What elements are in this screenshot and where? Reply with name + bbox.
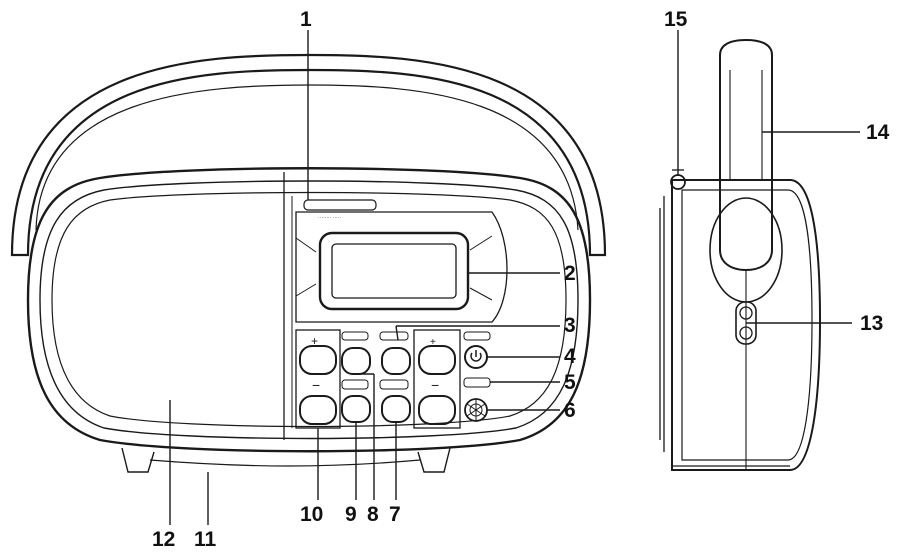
side-handle-inner (729, 70, 763, 180)
side-handle (719, 38, 773, 272)
front-view: ········ ····· + − + − (10, 53, 607, 473)
minus-icon: − (312, 377, 320, 393)
power-icon (470, 350, 482, 362)
callout-1: 1 (300, 8, 312, 31)
button-9[interactable] (341, 395, 371, 423)
callout-2: 2 (564, 262, 576, 285)
callout-8: 8 (367, 503, 379, 526)
display-bezel-left (295, 235, 493, 301)
side-down-button[interactable] (739, 326, 753, 340)
callout-13: 13 (860, 312, 883, 335)
label-strip-9 (341, 379, 369, 390)
callout-6: 6 (564, 399, 576, 422)
display-screen-frame (318, 231, 470, 311)
label-strip-4 (463, 331, 491, 341)
volume-down-button[interactable] (299, 395, 337, 425)
display-screen (331, 243, 457, 299)
volume-up-button[interactable] (299, 345, 337, 375)
front-body-ring (39, 180, 579, 440)
tuning-button-group (413, 329, 461, 429)
front-foot-right (417, 447, 451, 473)
leader-lines (169, 30, 860, 525)
callout-14: 14 (866, 121, 890, 144)
tuning-down-button[interactable] (418, 395, 456, 425)
callout-7: 7 (389, 503, 401, 526)
side-up-button[interactable] (739, 306, 753, 320)
callout-12: 12 (152, 528, 175, 551)
front-handle (10, 53, 607, 257)
label-strip-3 (379, 331, 409, 341)
top-strip (303, 199, 377, 211)
callout-4: 4 (564, 345, 576, 368)
plus-icon: + (430, 337, 436, 348)
button-7[interactable] (381, 395, 411, 423)
button-3[interactable] (381, 347, 411, 375)
callout-3: 3 (564, 314, 576, 337)
label-strip-5 (463, 377, 491, 388)
callout-11: 11 (194, 528, 217, 551)
side-body (671, 179, 822, 471)
antenna-knob[interactable] (670, 174, 686, 190)
front-handle-inner (35, 84, 579, 231)
side-view (659, 38, 822, 471)
label-strip-7 (379, 379, 409, 390)
callout-5: 5 (564, 371, 576, 394)
callouts: 1 2 3 4 5 6 7 8 9 10 11 12 13 14 15 (152, 8, 890, 551)
button-8[interactable] (341, 347, 371, 375)
display-bezel (295, 211, 508, 323)
front-foot-left (121, 447, 155, 473)
front-body-inner (51, 191, 567, 428)
svg-text:········ ·····: ········ ····· (318, 215, 341, 221)
minus-icon: − (431, 377, 439, 393)
callout-10: 10 (300, 503, 323, 526)
front-body-outer (26, 167, 592, 453)
callout-9: 9 (345, 503, 357, 526)
plus-icon: + (311, 334, 318, 348)
front-base (149, 459, 421, 467)
speaker-grille-icon (464, 398, 488, 422)
label-strip-8 (341, 331, 369, 341)
side-rear-edge (659, 196, 665, 452)
callout-15: 15 (664, 8, 688, 31)
tuning-up-button[interactable] (418, 345, 456, 375)
side-body-inner (681, 189, 813, 461)
